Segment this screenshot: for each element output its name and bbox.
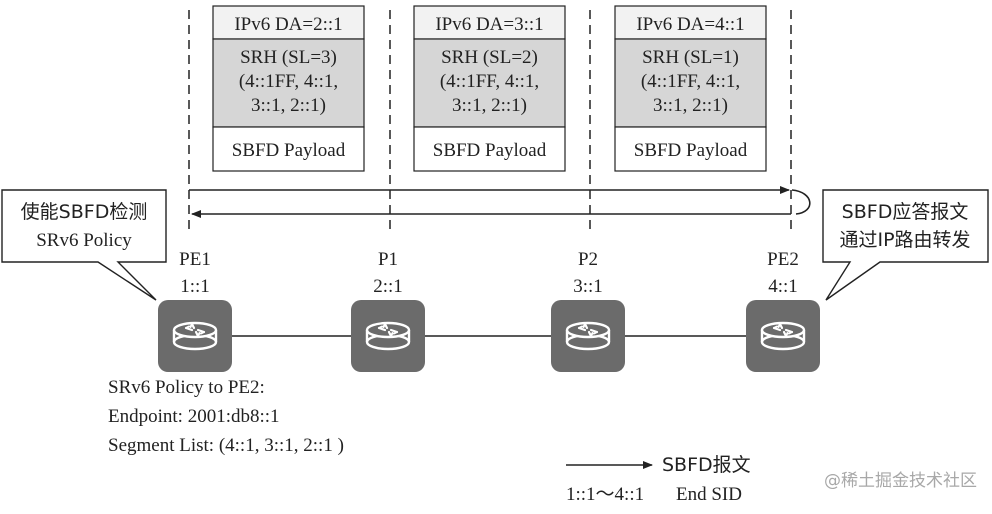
legend-sid-label: End SID [676, 484, 742, 505]
right-callout-line-1: SBFD应答报文 [842, 201, 969, 223]
policy-info: SRv6 Policy to PE2: Endpoint: 2001:db8::… [108, 377, 344, 456]
left-callout-line-2: SRv6 Policy [36, 230, 132, 251]
node-name-pe2: PE2 [767, 249, 799, 270]
packet-da: IPv6 DA=4::1 [636, 14, 744, 35]
packet-payload: SBFD Payload [433, 140, 547, 161]
srh-header: SRH (SL=2) [441, 47, 538, 68]
sbfd-path-arrows [189, 186, 811, 218]
srh-segments: (4::1FF, 4::1, [641, 71, 740, 92]
right-callout-line-2: 通过IP路由转发 [839, 229, 970, 251]
srh-segments: 3::1, 2::1) [653, 95, 728, 116]
srh-header: SRH (SL=3) [240, 47, 337, 68]
node-sid-p2: 3::1 [573, 276, 603, 297]
node-dashed-lines [188, 10, 792, 232]
turnaround-arrow [791, 189, 811, 215]
left-callout-line-1: 使能SBFD检测 [21, 201, 148, 223]
packet-payload: SBFD Payload [634, 140, 748, 161]
watermark-text: @稀土掘金技术社区 [824, 471, 977, 491]
right-callout: SBFD应答报文 通过IP路由转发 [822, 189, 989, 301]
packet-da: IPv6 DA=3::1 [435, 14, 543, 35]
packet-stack-1: IPv6 DA=2::1 SRH (SL=3) (4::1FF, 4::1, 3… [212, 5, 365, 172]
node-name-pe1: PE1 [179, 249, 211, 270]
srh-segments: 3::1, 2::1) [251, 95, 326, 116]
node-name-p2: P2 [578, 249, 598, 270]
node-sid-pe1: 1::1 [180, 276, 210, 297]
policy-title: SRv6 Policy to PE2: [108, 377, 265, 398]
srh-header: SRH (SL=1) [642, 47, 739, 68]
router-p1 [351, 300, 425, 372]
legend: SBFD报文 1::1～4::1 End SID [566, 454, 751, 505]
policy-endpoint: Endpoint: 2001:db8::1 [108, 406, 280, 427]
packet-da: IPv6 DA=2::1 [234, 14, 342, 35]
legend-arrow-label: SBFD报文 [662, 454, 751, 476]
router-p2 [551, 300, 625, 372]
node-name-p1: P1 [378, 249, 398, 270]
left-callout: 使能SBFD检测 SRv6 Policy [1, 189, 167, 301]
srh-segments: 3::1, 2::1) [452, 95, 527, 116]
router-pe1 [158, 300, 232, 372]
router-pe2 [746, 300, 820, 372]
packet-payload: SBFD Payload [232, 140, 346, 161]
node-labels: PE1 1::1 P1 2::1 P2 3::1 PE2 4::1 [179, 249, 799, 297]
srh-segments: (4::1FF, 4::1, [440, 71, 539, 92]
packet-stack-2: IPv6 DA=3::1 SRH (SL=2) (4::1FF, 4::1, 3… [413, 5, 566, 172]
node-sid-p1: 2::1 [373, 276, 403, 297]
legend-sid-range: 1::1～4::1 [566, 484, 644, 505]
srh-segments: (4::1FF, 4::1, [239, 71, 338, 92]
node-sid-pe2: 4::1 [768, 276, 798, 297]
policy-segment-list: Segment List: (4::1, 3::1, 2::1 ) [108, 435, 344, 456]
packet-stack-3: IPv6 DA=4::1 SRH (SL=1) (4::1FF, 4::1, 3… [614, 5, 767, 172]
